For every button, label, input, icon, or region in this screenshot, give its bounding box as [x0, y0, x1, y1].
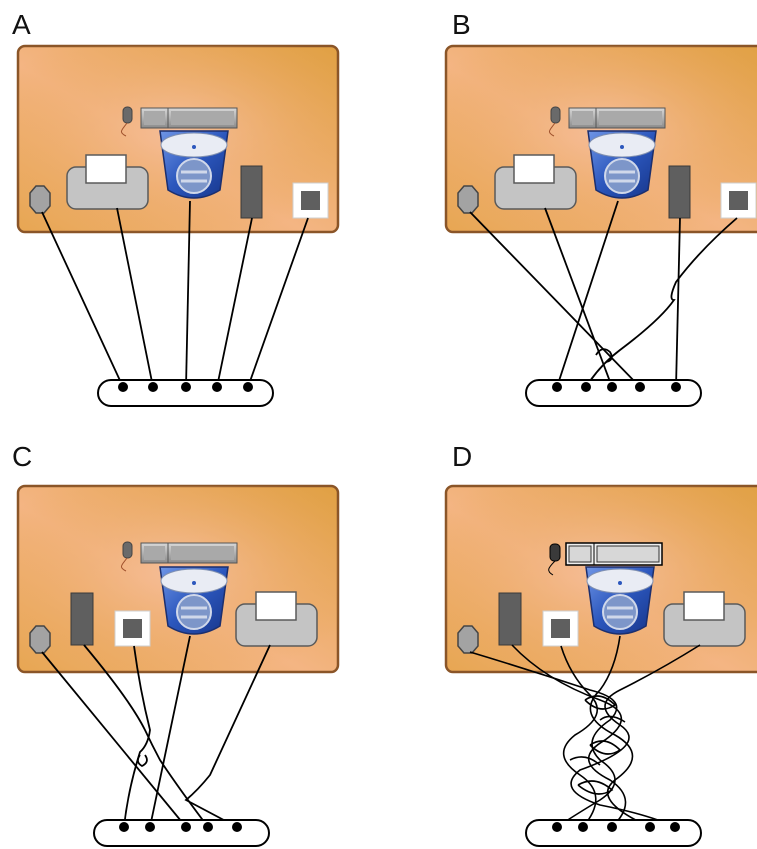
- cables-a: [41, 200, 309, 388]
- power-strip-icon: [93, 819, 270, 847]
- lamp-icon: [542, 610, 579, 647]
- speaker-icon: [498, 592, 522, 646]
- speaker-icon: [240, 165, 263, 219]
- panel-label-a: A: [12, 9, 31, 40]
- printer-icon: [235, 591, 318, 647]
- printer-icon: [494, 154, 577, 210]
- power-strip-icon: [97, 379, 274, 407]
- panel-b: B: [444, 9, 757, 407]
- keyboard-icon: [565, 542, 663, 566]
- imac-computer-icon: [159, 130, 229, 199]
- panel-label-b: B: [452, 9, 471, 40]
- imac-computer-icon: [585, 566, 655, 635]
- panel-a: A: [12, 9, 340, 407]
- mouse-icon: [120, 106, 133, 137]
- lamp-icon: [114, 610, 151, 647]
- cables-c: [41, 635, 271, 828]
- printer-icon: [663, 591, 746, 647]
- power-strip-icon: [525, 819, 702, 847]
- mouse-icon: [548, 106, 561, 137]
- router-icon: [457, 625, 479, 654]
- power-strip-icon: [525, 379, 702, 407]
- imac-computer-icon: [159, 566, 229, 635]
- cables-b: [469, 200, 738, 388]
- cables-d-tangle: [469, 635, 701, 828]
- lamp-icon: [292, 182, 329, 219]
- router-icon: [457, 185, 479, 214]
- mouse-icon: [548, 543, 561, 576]
- panel-label-d: D: [452, 441, 472, 472]
- mouse-icon: [120, 541, 133, 572]
- panel-d: D: [444, 441, 757, 847]
- keyboard-icon: [140, 107, 238, 129]
- imac-computer-icon: [587, 130, 657, 199]
- keyboard-icon: [568, 107, 666, 129]
- router-icon: [29, 185, 51, 214]
- router-icon: [29, 625, 51, 654]
- panel-label-c: C: [12, 441, 32, 472]
- panel-c: C: [12, 441, 340, 847]
- printer-icon: [66, 154, 149, 210]
- keyboard-icon: [140, 542, 238, 564]
- lamp-icon: [720, 182, 757, 219]
- speaker-icon: [70, 592, 94, 646]
- speaker-icon: [668, 165, 691, 219]
